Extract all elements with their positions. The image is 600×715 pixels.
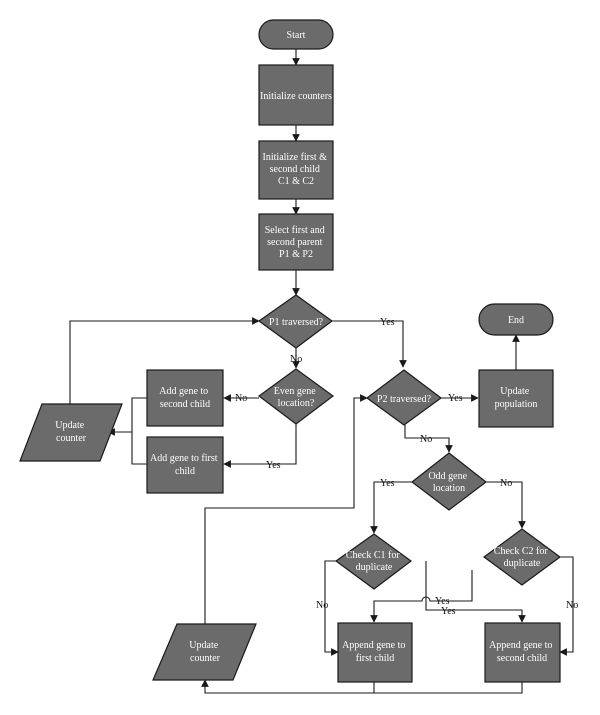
node-initialize-counters: Initialize counters	[258, 64, 334, 126]
decision-check-c1: Check C1 for duplicate	[334, 533, 413, 590]
label-c2-yes: Yes	[435, 596, 450, 607]
decision-even-gene: Even gene location?	[257, 368, 335, 425]
node-append-first-label: Append gene to first child	[342, 640, 408, 664]
node-update-counter-bottom-label: Update counter	[189, 640, 220, 664]
label-p1-no: No	[290, 354, 302, 365]
node-append-first: Append gene to first child	[337, 622, 413, 683]
edge-add-first-to-update	[107, 428, 147, 465]
label-p2-no: No	[420, 434, 432, 445]
edge-p1-yes-to-p2	[332, 320, 407, 368]
node-start-label: Start	[287, 30, 306, 41]
edges	[69, 49, 574, 694]
node-add-gene-first-label: Add gene to first child	[150, 453, 220, 477]
decision-check-c2-label: Check C2 for duplicate	[494, 546, 550, 569]
decision-p1-traversed-label: P1 traversed?	[269, 317, 324, 328]
edge-c2-yes-to-append-first	[370, 570, 473, 623]
edge-p2-no-to-odd	[404, 425, 453, 453]
node-update-counter-left: Update counter	[19, 403, 123, 462]
node-add-gene-second: Add gene to second child	[146, 369, 224, 427]
node-update-population-label: Update population	[495, 386, 538, 410]
node-start: Start	[258, 19, 334, 50]
decision-check-c2: Check C2 for duplicate	[482, 528, 562, 586]
node-append-second: Append gene to second child	[484, 622, 561, 683]
edge-c2-no-to-append-second	[559, 556, 574, 656]
decision-p2-traversed: P2 traversed?	[365, 369, 443, 426]
label-odd-no: No	[500, 478, 512, 489]
label-c1-yes: Yes	[441, 606, 456, 617]
edge-labels: Yes No No Yes Yes No Yes No No Yes Yes N…	[235, 317, 578, 617]
node-append-second-label: Append gene to second child	[489, 640, 555, 664]
label-odd-yes: Yes	[380, 478, 395, 489]
label-p1-yes: Yes	[380, 317, 395, 328]
edge-odd-no-to-c2	[486, 481, 526, 529]
edge-even-yes-to-add-first	[223, 424, 297, 468]
node-add-gene-first: Add gene to first child	[146, 436, 224, 494]
decision-p1-traversed: P1 traversed?	[257, 294, 334, 349]
label-c1-no: No	[316, 600, 328, 611]
edge-c1-no-to-append-first	[324, 560, 339, 656]
node-update-counter-left-label: Update counter	[55, 420, 86, 444]
node-add-gene-second-label: Add gene to second child	[159, 386, 210, 410]
edge-append-second-to-update-bottom	[201, 679, 523, 694]
node-end-label: End	[508, 315, 524, 326]
label-c2-no: No	[566, 600, 578, 611]
edge-update-bottom-to-p2	[204, 394, 368, 624]
node-initialize-children-label: Initialize first & second child C1 & C2	[263, 152, 330, 187]
label-even-yes: Yes	[266, 460, 281, 471]
decision-odd-gene: Odd gene location	[411, 452, 487, 511]
edge-c1-yes-to-append-second	[425, 561, 526, 623]
node-initialize-children: Initialize first & second child C1 & C2	[258, 140, 334, 200]
node-initialize-counters-label: Initialize counters	[260, 91, 332, 102]
edge-add-second-to-update	[131, 397, 147, 432]
node-select-parents-label: Select first and second parent P1 & P2	[265, 225, 327, 260]
decision-p2-traversed-label: P2 traversed?	[377, 394, 432, 405]
edge-update-left-to-p1	[69, 317, 260, 404]
edge-odd-yes-to-c1	[370, 481, 412, 534]
node-select-parents: Select first and second parent P1 & P2	[258, 213, 334, 271]
label-p2-yes: Yes	[448, 393, 463, 404]
decision-even-gene-label: Even gene location?	[274, 386, 318, 409]
label-even-no: No	[235, 393, 247, 404]
node-update-population: Update population	[478, 369, 554, 428]
decision-check-c1-label: Check C1 for duplicate	[346, 550, 402, 573]
node-end: End	[478, 303, 554, 336]
decision-odd-gene-label: Odd gene location	[428, 471, 469, 494]
node-update-counter-bottom: Update counter	[152, 623, 257, 681]
